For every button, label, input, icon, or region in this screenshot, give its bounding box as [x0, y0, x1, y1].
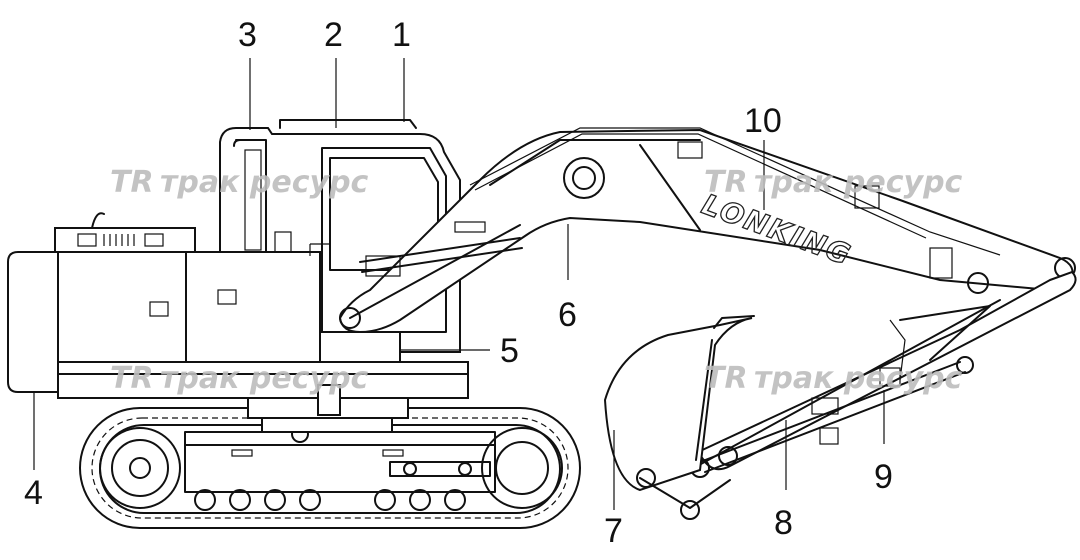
watermark-logo: TR: [704, 361, 748, 396]
callout-1: 1: [392, 16, 411, 54]
callout-3: 3: [238, 16, 257, 54]
watermark-text: трак ресурс: [754, 165, 963, 200]
callout-2: 2: [324, 16, 343, 54]
bucket: [603, 315, 755, 520]
watermark-text: трак ресурс: [160, 361, 369, 396]
callout-4: 4: [24, 474, 43, 512]
callout-5: 5: [500, 332, 519, 370]
callout-8: 8: [774, 504, 793, 542]
arm: [689, 270, 1077, 478]
watermark-text: трак ресурс: [160, 165, 369, 200]
callout-7: 7: [604, 512, 623, 550]
callout-6: 6: [558, 296, 577, 334]
callout-9: 9: [874, 458, 893, 496]
watermark-text: трак ресурс: [754, 361, 963, 396]
watermark-logo: TR: [704, 165, 748, 200]
track-assembly: [79, 407, 581, 529]
boom: [338, 127, 1076, 334]
watermark-logo: TR: [110, 361, 154, 396]
watermark-logo: TR: [110, 165, 154, 200]
callout-10: 10: [744, 102, 782, 140]
watermark-group: TR трак ресурс TR трак ресурс TR трак ре…: [110, 165, 963, 396]
leader-lines: [33, 58, 885, 510]
